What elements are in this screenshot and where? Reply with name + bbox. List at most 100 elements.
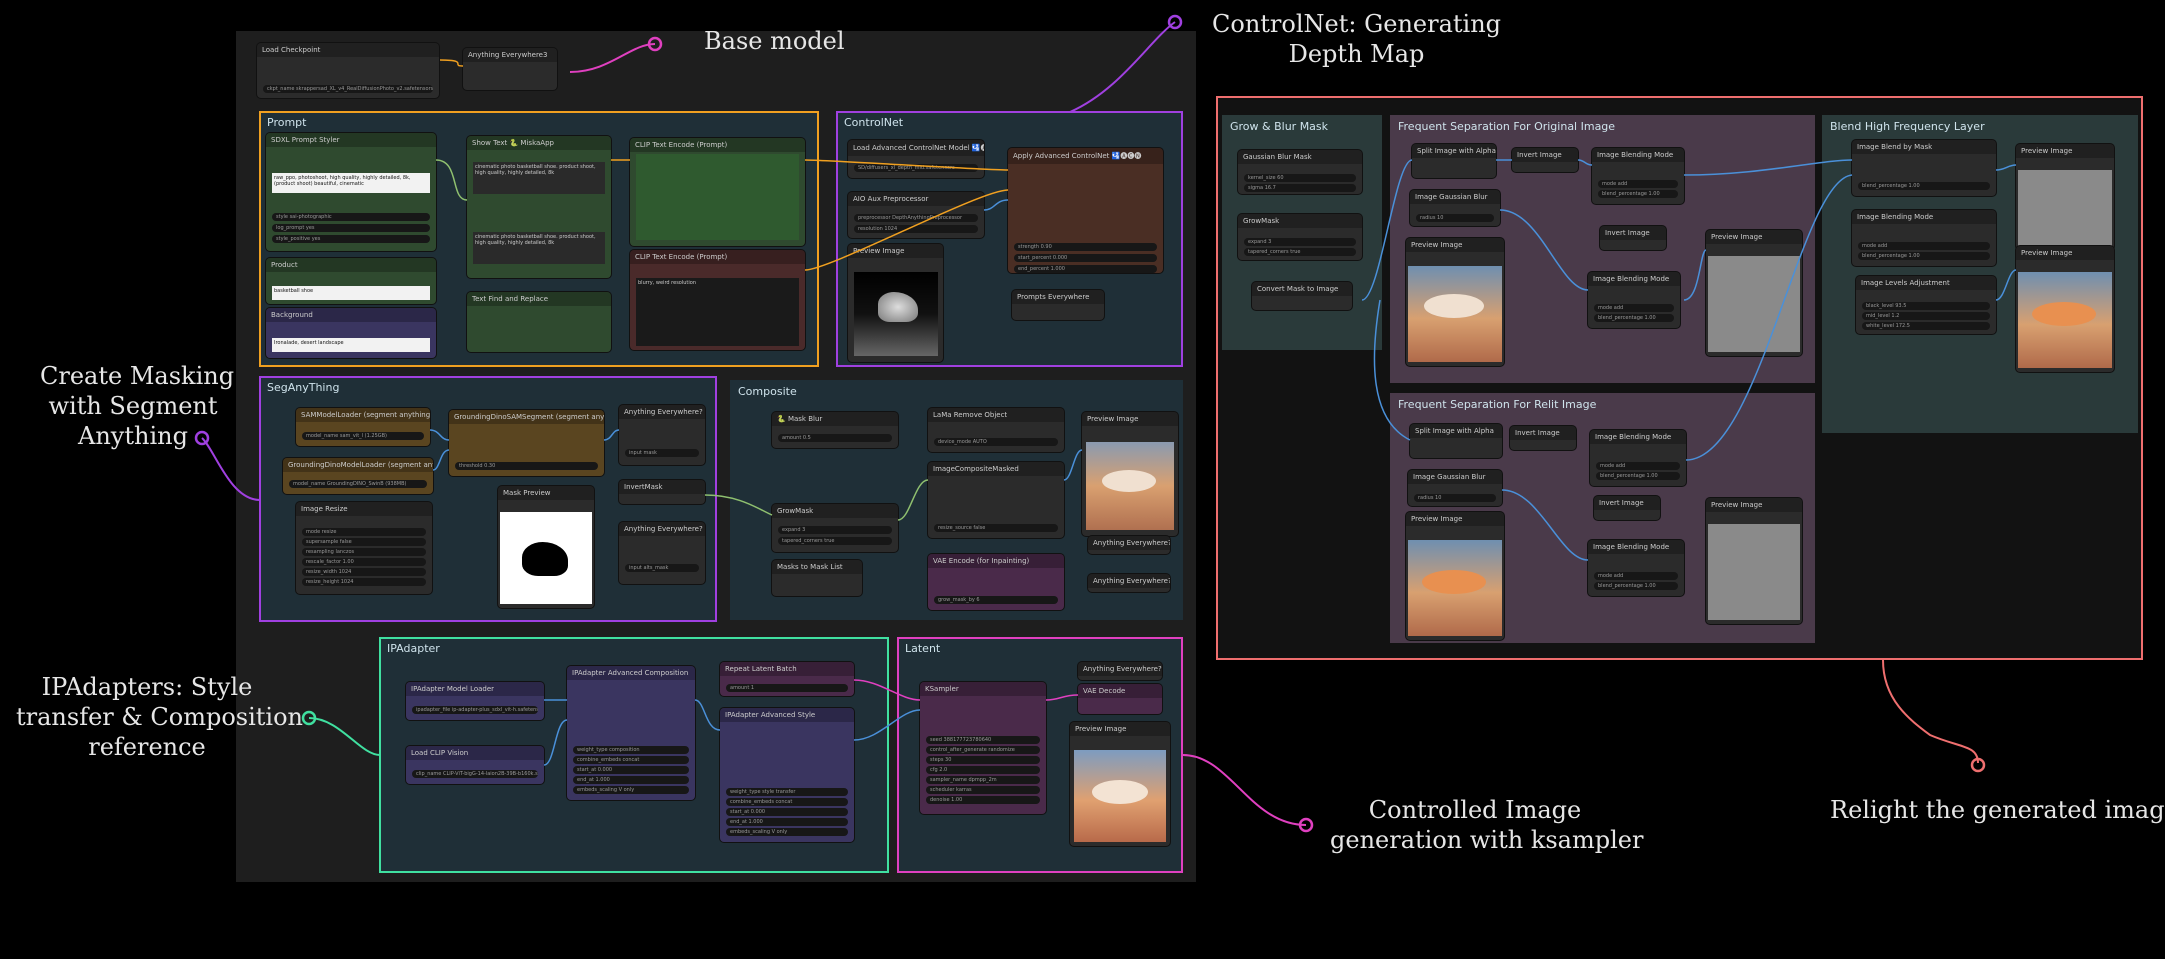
product-node[interactable]: Product basketball shoe (266, 258, 436, 304)
blend-percentage-field[interactable]: blend_percentage 1.00 (1598, 190, 1678, 198)
load-checkpoint-node[interactable]: Load Checkpoint ckpt_name skrappersad_XL… (257, 43, 439, 98)
resize-height-field[interactable]: resize_height 1024 (302, 578, 426, 586)
radius-field[interactable]: radius 10 (1416, 214, 1494, 222)
split-image-alpha-2-node[interactable]: Split Image with Alpha (1410, 424, 1502, 458)
log-prompt-field[interactable]: log_prompt yes (272, 224, 430, 232)
input-alt-mask-field[interactable]: input alts_mask (625, 564, 699, 572)
invert-mask-node[interactable]: InvertMask (619, 480, 705, 504)
image-resize-node[interactable]: Image Resize mode resize supersample fal… (296, 502, 432, 594)
kernel-size-field[interactable]: kernel_size 60 (1244, 174, 1356, 182)
sdxl-prompt-styler-node[interactable]: SDXL Prompt Styler raw_ppo, photoshoot, … (266, 133, 436, 251)
image-blending-mode-4-node[interactable]: Image Blending Mode mode add blend_perce… (1590, 430, 1686, 486)
preview-image-blend-node[interactable]: Preview Image (2016, 144, 2114, 250)
anything-everywhere-seg2-node[interactable]: Anything Everywhere? input alts_mask (619, 522, 705, 584)
styler-textarea[interactable]: raw_ppo, photoshoot, high quality, highl… (272, 173, 430, 193)
clip-text-encode-negative-node[interactable]: CLIP Text Encode (Prompt) blurry, weird … (630, 250, 805, 350)
white-level-field[interactable]: white_level 172.5 (1862, 322, 1990, 330)
lama-remove-object-node[interactable]: LaMa Remove Object device_mode AUTO (928, 408, 1064, 452)
style-positive-field[interactable]: style_positive yes (272, 235, 430, 243)
grounding-dino-sam-node[interactable]: GroundingDinoSAMSegment (segment anythin… (449, 410, 604, 476)
anything-everywhere-comp1-node[interactable]: Anything Everywhere? (1088, 536, 1170, 554)
ipadapter-model-loader-node[interactable]: IPAdapter Model Loader ipadapter_file ip… (406, 682, 544, 720)
scheduler-field[interactable]: scheduler karras (926, 786, 1040, 794)
invert-image-node[interactable]: Invert Image (1512, 148, 1578, 172)
seed-field[interactable]: seed 388177723780640 (926, 736, 1040, 744)
apply-adv-controlnet-node[interactable]: Apply Advanced ControlNet 🛂🅐🅒🅝 strength … (1008, 148, 1163, 273)
mask-blur-node[interactable]: 🐍 Mask Blur amount 0.5 (772, 412, 898, 448)
blend-percentage-3-field[interactable]: blend_percentage 1.00 (1858, 252, 1990, 260)
weight-type-style-field[interactable]: weight_type style transfer (726, 788, 848, 796)
mask-preview-node[interactable]: Mask Preview (498, 486, 594, 608)
ipadapter-adv-style-node[interactable]: IPAdapter Advanced Style weight_type sty… (720, 708, 854, 842)
preview-image-final-node[interactable]: Preview Image (2016, 246, 2114, 372)
image-blending-mode-2-node[interactable]: Image Blending Mode mode add blend_perce… (1588, 272, 1680, 328)
convert-mask-to-image-node[interactable]: Convert Mask to Image (1252, 282, 1352, 310)
denoise-field[interactable]: denoise 1.00 (926, 796, 1040, 804)
text-find-replace-node[interactable]: Text Find and Replace (467, 292, 611, 352)
tapered-relight-field[interactable]: tapered_corners true (1244, 248, 1356, 256)
grounding-dino-loader-node[interactable]: GroundingDinoModelLoader (segment anythi… (283, 458, 433, 494)
clip-neg-textarea[interactable]: blurry, weird resolution (636, 278, 799, 346)
image-blending-mode-5-node[interactable]: Image Blending Mode mode add blend_perce… (1588, 540, 1684, 596)
ipadapter-file-field[interactable]: ipadapter_file ip-adapter-plus_sdxl_vit-… (412, 706, 538, 714)
expand-field[interactable]: expand 3 (778, 526, 892, 534)
preview-image-composite-node[interactable]: Preview Image (1082, 412, 1178, 536)
resampling-field[interactable]: resampling lanczos (302, 548, 426, 556)
end-percent-field[interactable]: end_percent 1.000 (1014, 265, 1157, 273)
mode-field[interactable]: mode resize (302, 528, 426, 536)
show-text-node[interactable]: Show Text 🐍 MiskaApp cinematic photo bas… (467, 136, 611, 278)
combine-embeds-style-field[interactable]: combine_embeds concat (726, 798, 848, 806)
image-levels-adj-node[interactable]: Image Levels Adjustment black_level 93.5… (1856, 276, 1996, 334)
sigma-field[interactable]: sigma 16.7 (1244, 184, 1356, 192)
combine-embeds-field[interactable]: combine_embeds concat (573, 756, 689, 764)
start-at-field[interactable]: start_at 0.000 (573, 766, 689, 774)
image-gaussian-blur-2-node[interactable]: Image Gaussian Blur radius 10 (1408, 470, 1502, 506)
image-blending-mode-node[interactable]: Image Blending Mode mode add blend_perce… (1592, 148, 1684, 204)
threshold-field[interactable]: threshold 0.30 (455, 462, 598, 470)
image-gaussian-blur-node[interactable]: Image Gaussian Blur radius 10 (1410, 190, 1500, 226)
end-at-style-field[interactable]: end_at 1.000 (726, 818, 848, 826)
blend-percentage-5-field[interactable]: blend_percentage 1.00 (1594, 582, 1678, 590)
dino-model-field[interactable]: model_name GroundingDINO_SwinB (938MB) (289, 480, 427, 488)
blend-mode-field[interactable]: mode add (1598, 180, 1678, 188)
device-mode-field[interactable]: device_mode AUTO (934, 438, 1058, 446)
masks-to-mask-list-node[interactable]: Masks to Mask List (772, 560, 862, 596)
resolution-field[interactable]: resolution 1024 (854, 225, 978, 233)
vae-decode-node[interactable]: VAE Decode (1078, 684, 1162, 714)
ksampler-node[interactable]: KSampler seed 388177723780640 control_af… (920, 682, 1046, 814)
start-at-style-field[interactable]: start_at 0.000 (726, 808, 848, 816)
split-image-alpha-node[interactable]: Split Image with Alpha (1412, 144, 1496, 178)
preprocessor-field[interactable]: preprocessor DepthAnythingPreprocessor (854, 214, 978, 222)
blend-mode-5-field[interactable]: mode add (1594, 572, 1678, 580)
supersample-field[interactable]: supersample false (302, 538, 426, 546)
sampler-name-field[interactable]: sampler_name dpmpp_2m (926, 776, 1040, 784)
sam-model-loader-node[interactable]: SAMModelLoader (segment anything) model_… (296, 408, 430, 446)
repeat-latent-batch-node[interactable]: Repeat Latent Batch amount 1 (720, 662, 854, 696)
style-field[interactable]: style sai-photographic (272, 213, 430, 221)
controlnet-model-field[interactable]: SD/diffusers_xl_depth_mid.safetensors (854, 164, 978, 172)
aio-aux-node[interactable]: AIO Aux Preprocessor preprocessor DepthA… (848, 192, 984, 238)
blend-mode-4-field[interactable]: mode add (1596, 462, 1680, 470)
amount-field[interactable]: amount 0.5 (778, 434, 892, 442)
preview-image-original-node[interactable]: Preview Image (1406, 238, 1504, 366)
load-adv-controlnet-node[interactable]: Load Advanced ControlNet Model 🛂🅐🅒🅝 SD/d… (848, 140, 984, 178)
cfg-field[interactable]: cfg 2.0 (926, 766, 1040, 774)
anything-everywhere-comp2-node[interactable]: Anything Everywhere? (1088, 574, 1170, 592)
blend-mode-3-field[interactable]: mode add (1858, 242, 1990, 250)
background-node[interactable]: Background Ironalade, desert landscape (266, 308, 436, 358)
clip-name-field[interactable]: clip_name CLIP-ViT-bigG-14-laion2B-39B-b… (412, 770, 538, 778)
preview-image-relit-hf-node[interactable]: Preview Image (1706, 498, 1802, 624)
preview-image-latent-node[interactable]: Preview Image (1070, 722, 1170, 846)
start-percent-field[interactable]: start_percent 0.000 (1014, 254, 1157, 262)
image-blending-mode-3-node[interactable]: Image Blending Mode mode add blend_perce… (1852, 210, 1996, 266)
tapered-corners-field[interactable]: tapered_corners true (778, 537, 892, 545)
black-level-field[interactable]: black_level 93.5 (1862, 302, 1990, 310)
preview-image-relit-node[interactable]: Preview Image (1406, 512, 1504, 640)
grow-mask-by-field[interactable]: grow_mask_by 6 (934, 596, 1058, 604)
product-textarea[interactable]: basketball shoe (272, 286, 430, 300)
image-composite-masked-node[interactable]: ImageCompositeMasked resize_source false (928, 462, 1064, 538)
invert-image-2-node[interactable]: Invert Image (1600, 226, 1666, 250)
blend-mode-2-field[interactable]: mode add (1594, 304, 1674, 312)
ckpt-name-field[interactable]: ckpt_name skrappersad_XL_v4_RealDiffusio… (263, 85, 433, 93)
control-after-field[interactable]: control_after_generate randomize (926, 746, 1040, 754)
